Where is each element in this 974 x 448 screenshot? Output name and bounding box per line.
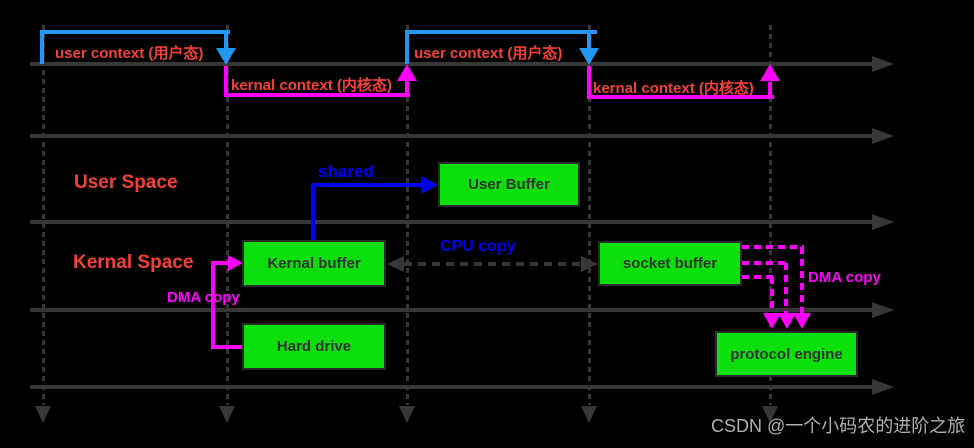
user-context-bracket-2-top — [405, 30, 597, 34]
timeline-right-arrow-icon — [872, 214, 894, 230]
kernal-context-label-1: kernal context (内核态) — [231, 77, 392, 94]
shared-arrow-horizontal — [311, 183, 421, 187]
grid-down-arrow-icon — [219, 406, 235, 423]
hard-drive-label: Hard drive — [276, 338, 352, 355]
timeline-right-arrow-icon — [872, 56, 894, 72]
protocol-engine-box: protocol engine — [715, 331, 858, 377]
grid-dashed-line-2 — [226, 25, 229, 405]
user-context-label-2: user context (用户态) — [414, 45, 563, 62]
user-context-down-arrow-icon — [216, 48, 236, 65]
dma-right-down-arrow-icon — [793, 313, 811, 329]
user-context-down-arrow-icon — [579, 48, 599, 65]
kernal-context-label-2: kernal context (内核态) — [593, 80, 754, 97]
user-context-bracket-2-left — [405, 30, 409, 64]
dma-right-dashed-h1 — [742, 245, 804, 249]
shared-right-arrow-icon — [421, 176, 438, 194]
user-space-label: User Space — [74, 172, 178, 193]
dma-left-top-horizontal — [211, 261, 229, 265]
dma-right-dashed-v3 — [770, 277, 774, 313]
user-context-bracket-2-shaft — [587, 33, 591, 50]
dma-left-right-arrow-icon — [228, 255, 243, 271]
dma-right-down-arrow-icon — [778, 313, 796, 329]
kernal-context-up-arrow-icon — [397, 64, 417, 81]
grid-down-arrow-icon — [762, 406, 778, 423]
grid-dashed-line-4 — [588, 25, 591, 405]
user-context-bracket-1-shaft — [224, 33, 228, 50]
timeline-2 — [30, 134, 872, 138]
kernal-context-2-left — [587, 66, 591, 99]
user-buffer-box: User Buffer — [438, 162, 580, 207]
protocol-engine-label: protocol engine — [730, 345, 843, 363]
cpu-copy-right-arrow-icon — [581, 256, 598, 272]
dma-right-dashed-v2 — [784, 263, 788, 313]
grid-dashed-line-1 — [42, 25, 45, 405]
cpu-copy-dashed-line — [404, 262, 582, 266]
user-context-bracket-1-left — [40, 30, 44, 64]
kernal-space-label: Kernal Space — [73, 252, 194, 273]
cpu-copy-label: CPU copy — [440, 238, 516, 255]
timeline-5 — [30, 385, 872, 389]
socket-buffer-label: socket buffer — [622, 255, 718, 272]
user-context-label-1: user context (用户态) — [55, 45, 204, 62]
timeline-1 — [30, 62, 872, 66]
user-buffer-label: User Buffer — [468, 176, 550, 193]
grid-dashed-line-5 — [769, 25, 772, 405]
timeline-3 — [30, 220, 872, 224]
dma-left-bottom-horizontal — [211, 345, 243, 349]
kernal-buffer-box: Kernal buffer — [242, 240, 386, 287]
dma-right-dashed-h3 — [742, 275, 774, 279]
csdn-watermark: CSDN @一个小码农的进阶之旅 — [711, 416, 966, 436]
dma-copy-left-label: DMA copy — [167, 289, 240, 306]
cpu-copy-left-arrow-icon — [387, 256, 404, 272]
grid-down-arrow-icon — [35, 406, 51, 423]
grid-dashed-line-3 — [406, 25, 409, 405]
shared-arrow-vertical — [311, 185, 315, 240]
grid-down-arrow-icon — [399, 406, 415, 423]
shared-label: shared — [318, 162, 374, 181]
kernal-buffer-label: Kernal buffer — [267, 255, 361, 272]
kernal-context-1-bottom — [224, 93, 410, 97]
kernal-context-1-shaft — [405, 80, 409, 95]
kernal-context-up-arrow-icon — [760, 64, 780, 81]
user-context-bracket-1-top — [40, 30, 230, 34]
kernal-context-2-bottom — [587, 95, 774, 99]
timeline-right-arrow-icon — [872, 379, 894, 395]
grid-down-arrow-icon — [581, 406, 597, 423]
dma-left-vertical — [211, 261, 215, 349]
kernal-context-1-left — [224, 66, 228, 96]
dma-right-down-arrow-icon — [763, 313, 781, 329]
timeline-right-arrow-icon — [872, 302, 894, 318]
kernal-context-2-shaft — [768, 82, 772, 97]
dma-right-dashed-h2 — [742, 261, 789, 265]
timeline-4 — [30, 308, 872, 312]
dma-right-dashed-v1 — [800, 247, 804, 313]
dma-copy-right-label: DMA copy — [808, 269, 881, 286]
socket-buffer-box: socket buffer — [598, 241, 742, 286]
timeline-right-arrow-icon — [872, 128, 894, 144]
hard-drive-box: Hard drive — [242, 323, 386, 370]
